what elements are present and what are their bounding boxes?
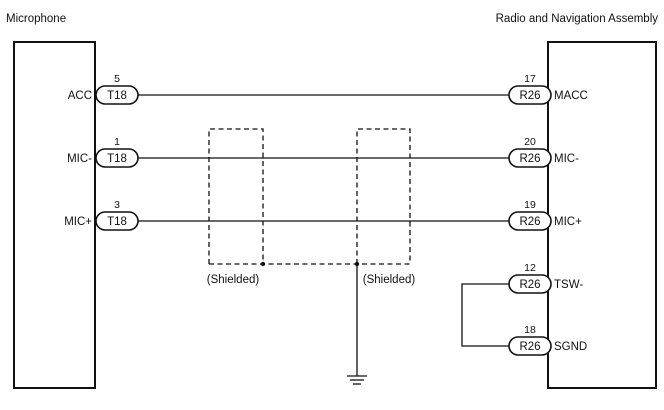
microphone-title: Microphone <box>6 13 66 25</box>
right-connector-capsule <box>508 148 552 168</box>
right-row-mic-minus: 20 R26 MIC- <box>508 136 579 168</box>
shield-label-right: (Shielded) <box>363 274 416 286</box>
left-pin-number: 5 <box>114 73 120 85</box>
right-connector-label: R26 <box>519 153 540 165</box>
left-connector-capsule <box>95 211 139 231</box>
right-pin-number: 19 <box>524 199 536 211</box>
left-connector-label: T18 <box>107 153 127 165</box>
right-connector-capsule <box>508 336 552 356</box>
right-connector-label: R26 <box>519 279 540 291</box>
right-pin-number: 20 <box>524 136 536 148</box>
right-signal-label: MIC+ <box>554 216 582 228</box>
left-connector-capsule <box>95 85 139 105</box>
radio-navigation-box <box>547 41 657 389</box>
shield-left <box>208 128 264 264</box>
shield-label-left: (Shielded) <box>207 274 260 286</box>
left-row-mic-minus: 1 MIC- T18 <box>67 136 139 168</box>
right-pin-number: 18 <box>524 324 536 336</box>
left-row-acc: 5 ACC T18 <box>68 73 139 105</box>
right-signal-label: MIC- <box>554 153 579 165</box>
right-row-tsw-minus: 12 R26 TSW- <box>508 262 583 294</box>
left-connector-label: T18 <box>107 90 127 102</box>
ground-icon <box>347 264 367 385</box>
right-connector-label: R26 <box>519 341 540 353</box>
right-pin-number: 12 <box>524 262 536 274</box>
right-connector-capsule <box>508 211 552 231</box>
right-connector-capsule <box>508 85 552 105</box>
shield-right <box>356 128 411 264</box>
wire-tsw-sgnd-loop <box>461 283 510 347</box>
right-signal-label: MACC <box>554 90 588 102</box>
left-connector-label: T18 <box>107 216 127 228</box>
right-pin-number: 17 <box>524 73 536 85</box>
right-connector-capsule <box>508 274 552 294</box>
left-signal-label: ACC <box>68 90 92 102</box>
left-pin-number: 1 <box>114 136 120 148</box>
left-row-mic-plus: 3 MIC+ T18 <box>64 199 139 231</box>
right-connector-label: R26 <box>519 90 540 102</box>
right-row-mic-plus: 19 R26 MIC+ <box>508 199 582 231</box>
radio-navigation-title: Radio and Navigation Assembly <box>496 13 659 25</box>
right-connector-label: R26 <box>519 216 540 228</box>
right-row-macc: 17 R26 MACC <box>508 73 588 105</box>
left-signal-label: MIC+ <box>64 216 92 228</box>
right-signal-label: TSW- <box>554 279 583 291</box>
right-signal-label: SGND <box>554 341 587 353</box>
left-pin-number: 3 <box>114 199 120 211</box>
left-signal-label: MIC- <box>67 153 92 165</box>
left-connector-capsule <box>95 148 139 168</box>
shield-junction-left <box>260 261 266 267</box>
right-row-sgnd: 18 R26 SGND <box>508 324 587 356</box>
microphone-box <box>13 41 96 389</box>
